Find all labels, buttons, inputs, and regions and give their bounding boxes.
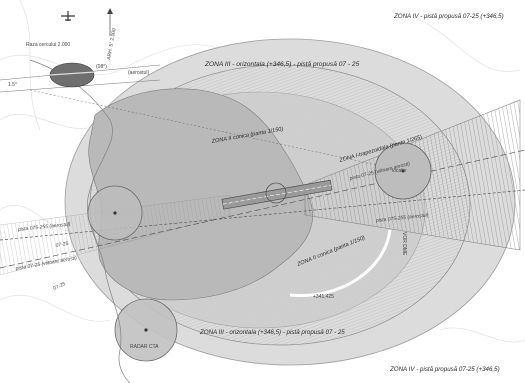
contour-lines [0, 0, 525, 343]
inset-item-1: 1.5° [8, 82, 17, 88]
inset-title: Raza cercului 2.000 [26, 42, 70, 48]
inset-item-2: (08°) [96, 64, 107, 70]
km-mark-1: 07-25 [55, 241, 69, 249]
small-circle-runway [265, 182, 287, 204]
right-circle-label: locatie [392, 168, 407, 174]
km-mark-2: 07-25 [52, 281, 66, 292]
location-center-right [401, 169, 405, 173]
inset-item-3: (aerostul) [128, 70, 149, 76]
radar-center [144, 328, 148, 332]
zone-boundary-arc [289, 229, 392, 298]
radar-label: RADAR CTA [130, 344, 159, 350]
runway-right-existing-label: pista 075-255 (aerostul) [375, 212, 429, 224]
vor-label: VOR DME [401, 232, 407, 256]
airplane-icon [61, 11, 75, 21]
elevation-label: +341,425 [313, 294, 334, 300]
vor-center-left [113, 211, 117, 215]
runway-existing-label: pista 075-255 (aerostul) [17, 221, 71, 233]
zone-iii-bottom-label: ZONA III - orizontala (+346,5) - pistă p… [199, 329, 345, 336]
north-arrow-icon [107, 8, 113, 36]
proposed-runway [221, 179, 333, 210]
inset-scale-note: ARH. 5° 2.000 [106, 28, 118, 61]
zone-iv-top-label: ZONA IV - pistă propusă 07-25 (+346,5) [393, 13, 504, 20]
inset-diagram: Raza cercului 2.000 ARH. 5° 2.000 1.5° (… [0, 28, 161, 93]
zone-iv-bottom-label: ZONA IV - pistă propusă 07-25 (+346,5) [389, 366, 500, 373]
zone-iii-top-label: ZONA III - orizontala (+346,5) - pistă p… [204, 61, 360, 68]
runway-centerlines [0, 89, 525, 269]
coastline [29, 59, 131, 383]
